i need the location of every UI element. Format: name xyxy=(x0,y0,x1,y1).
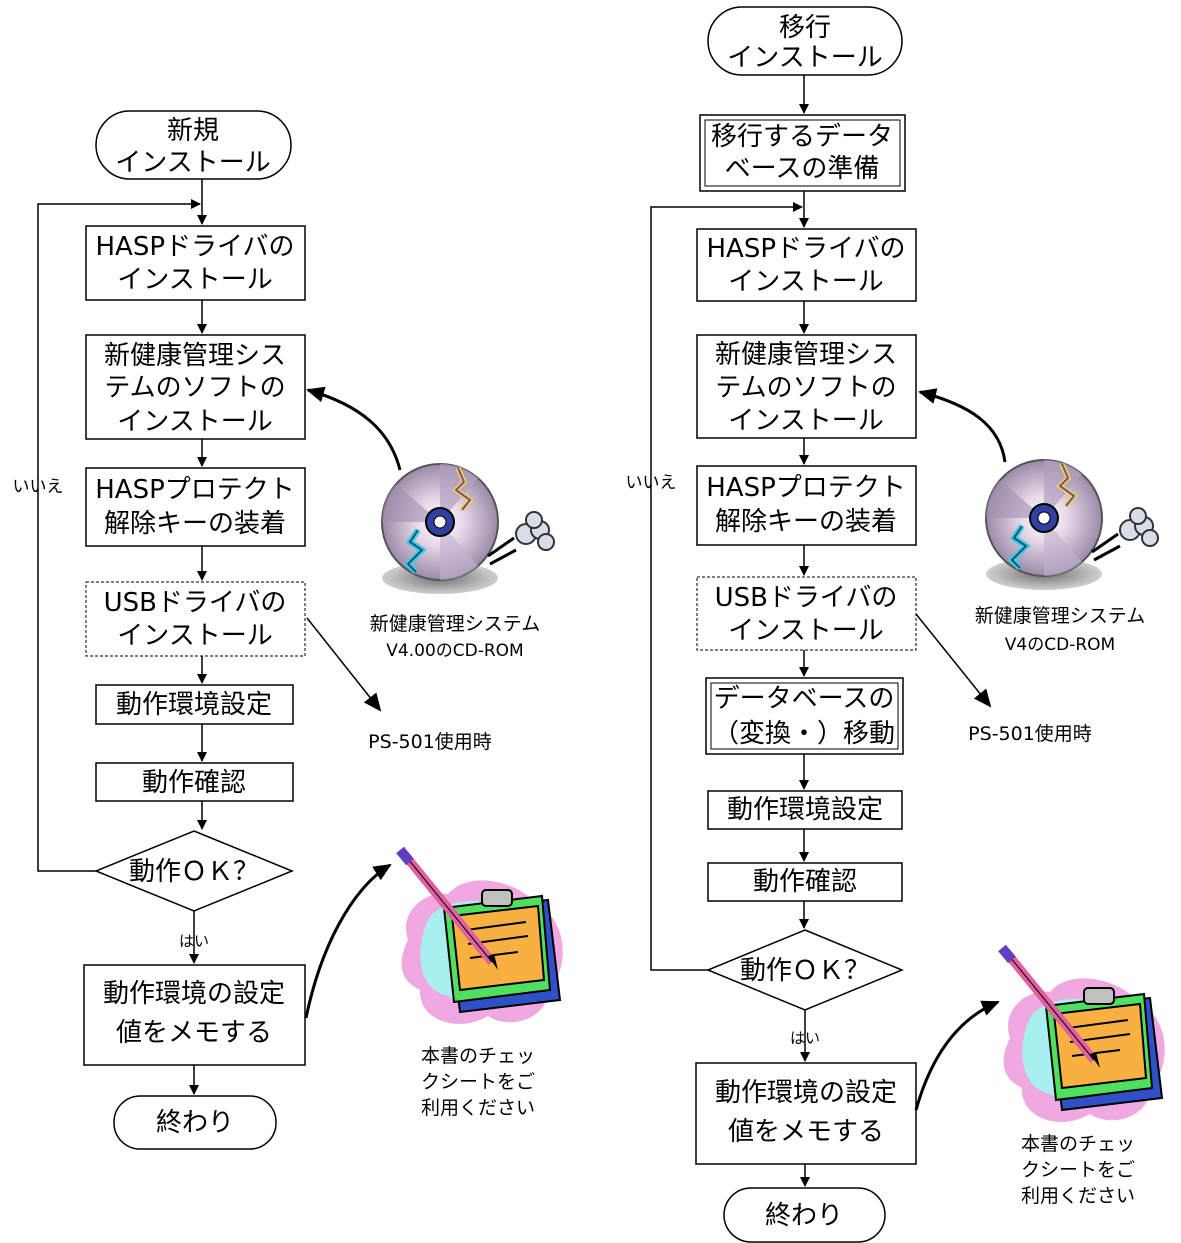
left-start-terminal xyxy=(95,110,292,180)
left-start-line1: 新規 xyxy=(167,116,219,146)
left-no-label: いいえ xyxy=(13,477,64,497)
left-op-check-label: 動作確認 xyxy=(142,768,246,798)
left-sheet-note-line1: 本書のチェッ xyxy=(421,1045,535,1067)
left-hasp-key-box xyxy=(85,467,306,547)
right-start-terminal xyxy=(707,6,903,76)
left-op-check-box xyxy=(95,762,294,802)
left-hasp-driver-line1: HASPドライバの xyxy=(96,232,295,262)
right-end-terminal xyxy=(723,1187,886,1243)
right-memo-box xyxy=(695,1062,917,1165)
left-env-setting-box xyxy=(95,684,294,725)
clipboard-pen-icon xyxy=(400,850,563,1024)
left-memo-line2: 値をメモする xyxy=(116,1018,272,1048)
left-memo-line1: 動作環境の設定 xyxy=(103,979,285,1009)
left-hasp-driver-box xyxy=(85,225,306,301)
right-cd-caption-line2: V4のCD-ROM xyxy=(1005,635,1115,655)
right-db-move-box xyxy=(705,677,904,755)
right-hasp-driver-line1: HASPドライバの xyxy=(707,234,906,264)
cd-rom-icon xyxy=(382,464,554,594)
left-decision-label: 動作ＯＫ？ xyxy=(129,857,259,887)
right-db-move-line2: （変換・）移動 xyxy=(713,719,895,749)
right-usb-driver-line2: インストール xyxy=(728,616,883,646)
right-usb-driver-box xyxy=(696,576,917,651)
left-hasp-key-line1: HASPプロテクト xyxy=(95,475,295,505)
left-cd-caption-line2: V4.00のCD-ROM xyxy=(386,641,523,661)
right-cd-caption-line1: 新健康管理システム xyxy=(975,605,1145,627)
left-sheet-note-line2: クシートをご xyxy=(421,1071,535,1093)
left-usb-driver-box xyxy=(85,581,306,657)
right-prepare-db-box xyxy=(699,114,906,192)
left-memo-box xyxy=(83,964,306,1066)
left-ps-arrow xyxy=(306,617,382,712)
left-hasp-driver-line2: インストール xyxy=(117,265,272,295)
right-sheet-note-line2: クシートをご xyxy=(1021,1159,1135,1181)
right-memo-arrow xyxy=(914,1000,1000,1111)
right-memo-line2: 値をメモする xyxy=(728,1117,884,1147)
right-no-loop-line xyxy=(650,202,803,971)
cd-rom-icon xyxy=(986,460,1158,590)
left-cd-caption-line1: 新健康管理システム xyxy=(370,613,540,635)
right-hasp-driver-line2: インストール xyxy=(728,267,883,297)
left-usb-driver-line1: USBドライバの xyxy=(104,588,287,618)
right-flowchart: 移行 インストール 移行するデータ ベースの準備 いいえ HASPドライバの イ… xyxy=(626,6,1165,1243)
left-ps-note: PS-501使用時 xyxy=(368,731,492,753)
right-start-line1: 移行 xyxy=(779,13,831,43)
right-hasp-key-line2: 解除キーの装着 xyxy=(715,507,897,537)
right-op-check-box xyxy=(707,862,903,902)
left-cd-arrow xyxy=(306,386,402,471)
left-yes-label: はい xyxy=(179,932,209,950)
right-env-setting-box xyxy=(707,790,903,830)
left-start-line2: インストール xyxy=(115,148,270,178)
left-end-terminal xyxy=(113,1095,277,1150)
right-ps-note: PS-501使用時 xyxy=(968,723,1092,745)
left-software-box xyxy=(85,334,306,440)
left-software-line3: インストール xyxy=(117,407,272,437)
right-db-move-line1: データベースの xyxy=(714,684,895,714)
right-software-line2: テムのソフトの xyxy=(715,373,896,403)
left-software-line1: 新健康管理シス xyxy=(104,341,286,371)
right-memo-line1: 動作環境の設定 xyxy=(715,1078,897,1108)
right-no-label: いいえ xyxy=(626,473,677,493)
left-hasp-key-line2: 解除キーの装着 xyxy=(104,509,286,539)
right-ps-arrow xyxy=(915,613,992,708)
right-prepare-db-line1: 移行するデータ xyxy=(711,122,893,152)
right-op-check-label: 動作確認 xyxy=(753,867,857,897)
right-usb-driver-line1: USBドライバの xyxy=(715,583,898,613)
right-hasp-key-line1: HASPプロテクト xyxy=(706,473,906,503)
left-sheet-note-line3: 利用ください xyxy=(421,1097,535,1119)
right-software-box xyxy=(696,334,917,439)
left-no-loop-line xyxy=(37,199,201,872)
right-sheet-note-line1: 本書のチェッ xyxy=(1021,1133,1135,1155)
right-cd-arrow xyxy=(918,388,1007,463)
right-start-line2: インストール xyxy=(727,43,882,73)
right-decision-label: 動作ＯＫ？ xyxy=(740,956,870,986)
clipboard-pen-icon xyxy=(1002,948,1165,1122)
right-yes-label: はい xyxy=(790,1029,820,1047)
right-prepare-db-line2: ベースの準備 xyxy=(725,154,880,184)
right-end-label: 終わり xyxy=(765,1201,843,1231)
right-software-line3: インストール xyxy=(728,406,883,436)
right-software-line1: 新健康管理シス xyxy=(715,340,897,370)
right-hasp-key-box xyxy=(696,465,917,546)
left-memo-arrow xyxy=(304,863,392,1019)
right-env-setting-label: 動作環境設定 xyxy=(727,795,883,825)
left-usb-driver-line2: インストール xyxy=(117,621,272,651)
left-flowchart: 新規 インストール いいえ HASPドライバの インストール 新健康管理シス テ… xyxy=(13,110,563,1150)
right-hasp-driver-box xyxy=(696,228,917,302)
left-env-setting-label: 動作環境設定 xyxy=(116,690,272,720)
left-end-label: 終わり xyxy=(156,1108,234,1138)
left-software-line2: テムのソフトの xyxy=(104,373,285,403)
right-sheet-note-line3: 利用ください xyxy=(1021,1185,1135,1207)
